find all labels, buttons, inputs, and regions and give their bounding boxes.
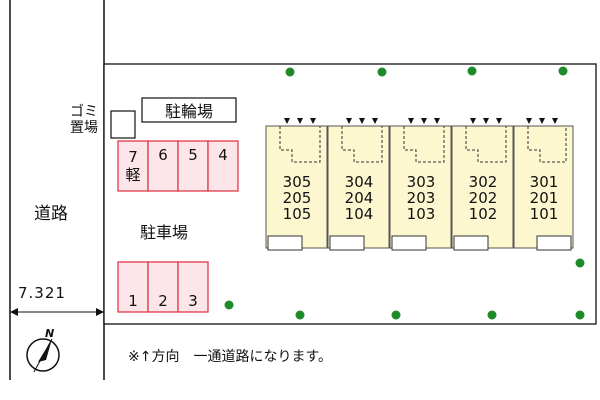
road-width-label: 7.321 [18, 284, 66, 302]
room-number: 305 [282, 173, 312, 191]
road-label: 道路 [34, 204, 68, 224]
room-number: 102 [468, 205, 498, 223]
trash-area [110, 110, 136, 139]
room-number: 301 [529, 173, 559, 191]
building [265, 118, 574, 251]
parking-space-number: 2 [158, 292, 168, 310]
tree-icon [575, 310, 585, 320]
parking-space-number: 3 [188, 292, 198, 310]
unit-rooms: 303 203 103 [391, 174, 451, 222]
tree-icon [487, 310, 497, 320]
parking-space [207, 140, 239, 192]
room-number: 304 [344, 173, 374, 191]
parking-space-number: 6 [158, 146, 168, 164]
room-number: 103 [406, 205, 436, 223]
room-number: 202 [468, 189, 498, 207]
bicycle-parking-label: 駐輪場 [164, 102, 213, 121]
traffic-note: ※↑方向 一通道路になります。 [128, 349, 333, 365]
unit-block [265, 118, 328, 251]
tree-icon [377, 67, 387, 77]
unit-rooms: 301 201 101 [514, 174, 574, 222]
parking-space [147, 140, 179, 192]
compass-icon [26, 338, 60, 373]
room-number: 303 [406, 173, 436, 191]
tree-icon [295, 310, 305, 320]
parking-label: 駐車場 [140, 223, 189, 242]
compass-north-label: N [45, 327, 55, 340]
room-number: 302 [468, 173, 498, 191]
room-number: 204 [344, 189, 374, 207]
trees [224, 66, 585, 320]
parking-row-top [117, 140, 239, 192]
dimension-arrow-left [10, 308, 18, 316]
unit-rooms: 305 205 105 [267, 174, 327, 222]
unit-block [327, 118, 390, 251]
parking-space [147, 261, 179, 313]
room-number: 201 [529, 189, 559, 207]
room-number: 205 [282, 189, 312, 207]
parking-row-bottom [117, 261, 209, 313]
bicycle-parking [141, 97, 237, 123]
unit-block [513, 118, 574, 251]
tree-icon [285, 67, 295, 77]
parking-space-number: 5 [188, 146, 198, 164]
tree-icon [391, 310, 401, 320]
unit-block [389, 118, 452, 251]
parking-space-number: 1 [128, 292, 138, 310]
parking-space-number: 4 [218, 146, 228, 164]
trash-area-label: ゴミ 置場 [70, 104, 98, 136]
room-number: 104 [344, 205, 374, 223]
room-number: 203 [406, 189, 436, 207]
tree-icon [224, 300, 234, 310]
unit-block [451, 118, 514, 251]
room-number: 105 [282, 205, 312, 223]
dimension-arrow-right [96, 308, 104, 316]
unit-rooms: 304 204 104 [329, 174, 389, 222]
tree-icon [558, 66, 568, 76]
tree-icon [575, 258, 585, 268]
parking-space-number: 7 軽 [125, 148, 141, 184]
unit-rooms: 302 202 102 [453, 174, 513, 222]
tree-icon [467, 66, 477, 76]
parking-space [177, 261, 209, 313]
room-number: 101 [529, 205, 559, 223]
